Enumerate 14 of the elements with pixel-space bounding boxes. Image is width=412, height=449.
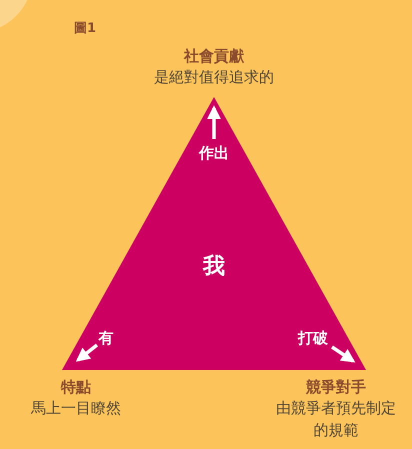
arrow bbox=[207, 105, 221, 139]
description: 是絕對值得追求的 bbox=[153, 67, 275, 88]
arrow bbox=[76, 344, 98, 362]
description: 馬上一目瞭然 bbox=[30, 398, 122, 419]
arrow bbox=[331, 346, 356, 363]
heading: 特點 bbox=[60, 377, 92, 397]
edge-label: 有 bbox=[98, 329, 114, 347]
edge-label: 作出 bbox=[199, 144, 229, 162]
heading: 競爭對手 bbox=[304, 377, 367, 397]
description: 由競爭者預先制定的規範 bbox=[275, 398, 397, 441]
figure-number: 圖1 bbox=[74, 20, 96, 37]
edge-label: 打破 bbox=[298, 329, 328, 347]
center-label: 我 bbox=[203, 253, 225, 282]
heading: 社會貢獻 bbox=[182, 46, 245, 66]
